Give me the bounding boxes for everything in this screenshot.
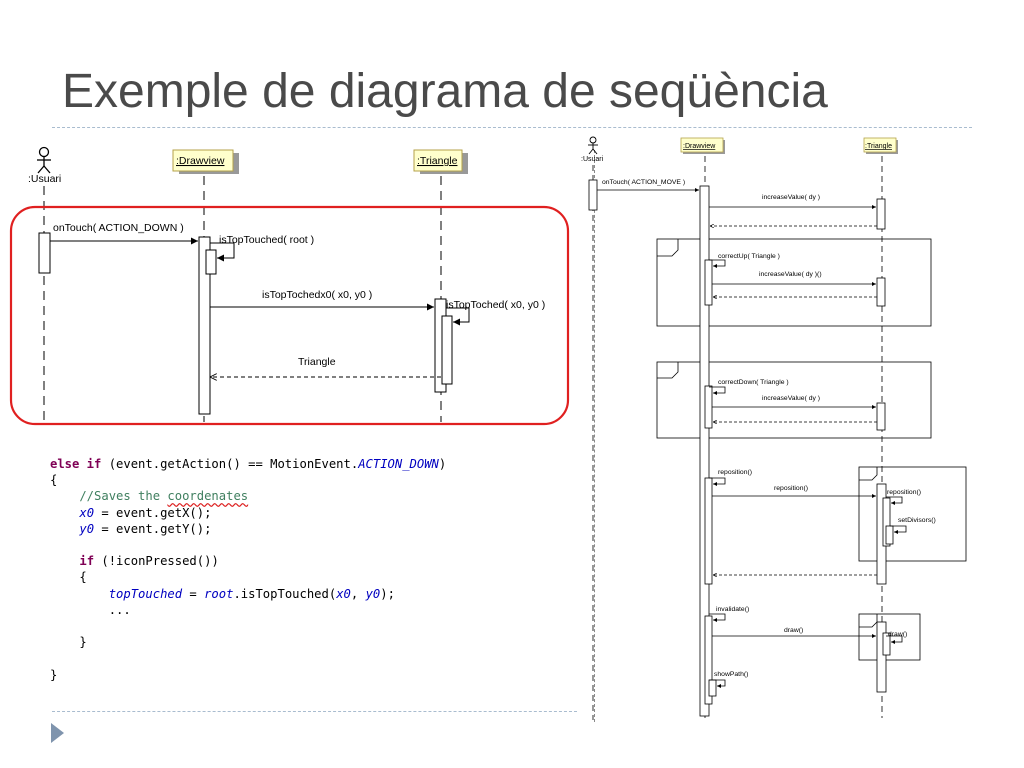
r-msg-correctdown: correctDown( Triangle ) xyxy=(718,379,789,386)
r-msg-correctup: correctUp( Triangle ) xyxy=(718,253,780,260)
fragment-correctup xyxy=(656,238,932,327)
r-msg-ontouch: onTouch( ACTION_MOVE ) xyxy=(602,179,685,186)
lifeline-head-drawview: :Drawview xyxy=(172,149,239,174)
lifeline-head-triangle: :Triangle xyxy=(863,137,898,154)
msg-return-triangle-label: Triangle xyxy=(298,356,336,368)
actor-label: :Usuari xyxy=(581,156,604,163)
r-msg-showpath: showPath() xyxy=(714,671,748,678)
msg-istoptochedx0-label: isTopTochedx0( x0, y0 ) xyxy=(262,289,372,301)
r-msg-increase-1: increaseValue( dy ) xyxy=(762,194,820,201)
r-msg-setdivisors: setDivisors() xyxy=(898,517,936,524)
msg-istoptouched-arrow xyxy=(210,242,235,262)
r-msg-increase-3: increaseValue( dy ) xyxy=(762,395,820,402)
msg-istoptouched-label: isTopTouched( root ) xyxy=(219,234,314,246)
slide-title: Exemple de diagrama de seqüència xyxy=(62,65,828,118)
right-sequence-diagram: :Usuari :Drawview :Triangle xyxy=(581,136,967,720)
title-divider xyxy=(52,127,972,128)
msg-istoptoched-label: isTopToched( x0, y0 ) xyxy=(446,299,545,311)
svg-text::Drawview: :Drawview xyxy=(683,143,716,150)
actor-icon xyxy=(588,136,598,155)
r-msg-increase-2: increaseValue( dy )() xyxy=(759,271,822,278)
msg-ontouch-label: onTouch( ACTION_DOWN ) xyxy=(53,222,184,234)
svg-text::Triangle: :Triangle xyxy=(417,155,458,167)
code-snippet: else if (event.getAction() == MotionEven… xyxy=(50,457,447,682)
fragment-reposition xyxy=(858,466,967,562)
fragment-draw xyxy=(858,613,921,661)
slide-bullet xyxy=(51,723,64,743)
r-msg-draw-1: draw() xyxy=(784,627,803,634)
r-msg-reposition-3: reposition() xyxy=(887,489,921,496)
lifeline-head-drawview: :Drawview xyxy=(680,137,725,154)
actor-icon xyxy=(37,146,51,174)
highlight-frame xyxy=(9,205,570,426)
activation-usuari xyxy=(38,232,51,274)
activation-triangle-nested xyxy=(441,315,453,385)
r-msg-draw-2: draw() xyxy=(888,631,907,638)
r-msg-reposition-2: reposition() xyxy=(774,485,808,492)
lifeline-head-triangle: :Triangle xyxy=(413,149,468,174)
bottom-divider xyxy=(52,711,577,712)
activation-drawview xyxy=(198,236,211,415)
panel-separator xyxy=(594,150,595,722)
actor-label: :Usuari xyxy=(28,173,61,185)
msg-istoptoched-arrow xyxy=(446,307,470,326)
left-sequence-diagram: :Usuari :Drawview :Triangle onTouch( ACT… xyxy=(9,146,570,426)
r-msg-reposition-1: reposition() xyxy=(718,469,752,476)
r-msg-invalidate: invalidate() xyxy=(716,606,749,613)
fragment-correctdown xyxy=(656,361,932,439)
activation-drawview-nested xyxy=(205,249,217,275)
svg-text::Drawview: :Drawview xyxy=(176,155,225,167)
svg-text::Triangle: :Triangle xyxy=(865,143,892,150)
